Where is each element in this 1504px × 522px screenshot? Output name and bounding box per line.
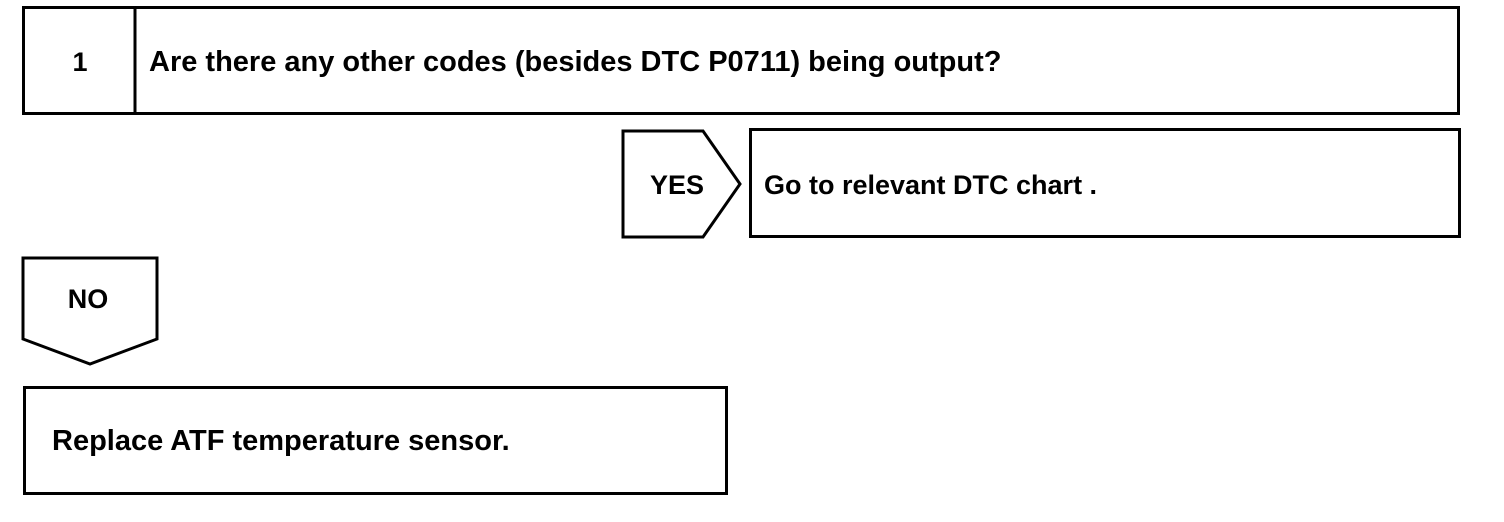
no-result-box: Replace ATF temperature sensor. <box>23 386 728 495</box>
step-number: 1 <box>72 47 87 77</box>
yes-arrow-shape <box>621 129 742 239</box>
step-question-box: 1 Are there any other codes (besides DTC… <box>22 6 1460 115</box>
no-branch-tag: NO <box>21 256 159 366</box>
no-arrow-shape <box>21 256 159 366</box>
no-result-text: Replace ATF temperature sensor. <box>52 425 510 457</box>
yes-label: YES <box>650 170 704 200</box>
yes-branch-tag: YES <box>621 129 742 239</box>
step-question-text: Are there any other codes (besides DTC P… <box>149 46 1001 78</box>
yes-result-box: Go to relevant DTC chart . <box>749 128 1461 238</box>
yes-result-text: Go to relevant DTC chart . <box>764 170 1097 200</box>
no-result-frame <box>23 386 728 495</box>
yes-result-frame <box>749 128 1461 238</box>
step-question-frame <box>22 6 1460 115</box>
no-label: NO <box>68 284 109 314</box>
